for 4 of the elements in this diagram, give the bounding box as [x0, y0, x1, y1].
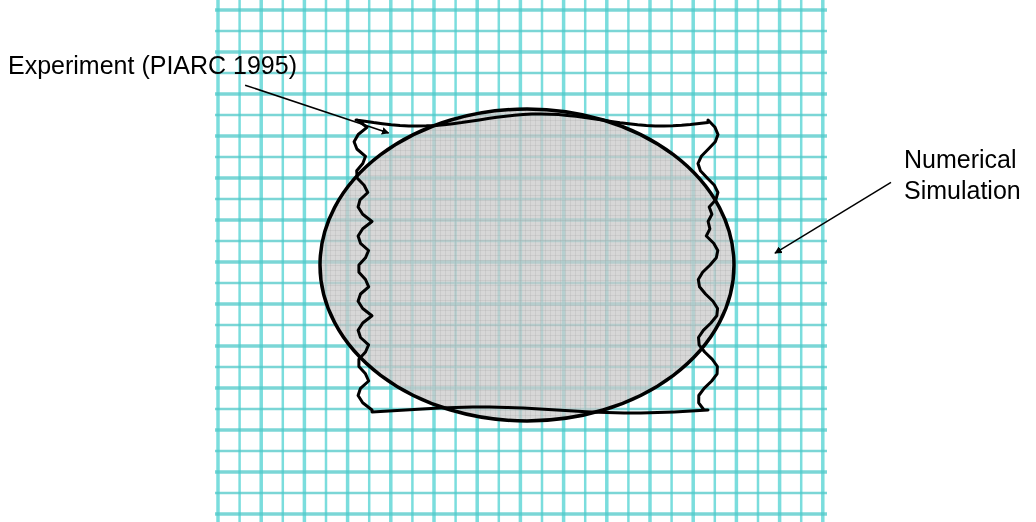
leader-arrow: [774, 181, 892, 254]
callout-text: Experiment (PIARC 1995): [8, 50, 297, 81]
leader-arrow: [244, 84, 390, 135]
callout-text: Numerical Simulation: [904, 144, 1022, 206]
